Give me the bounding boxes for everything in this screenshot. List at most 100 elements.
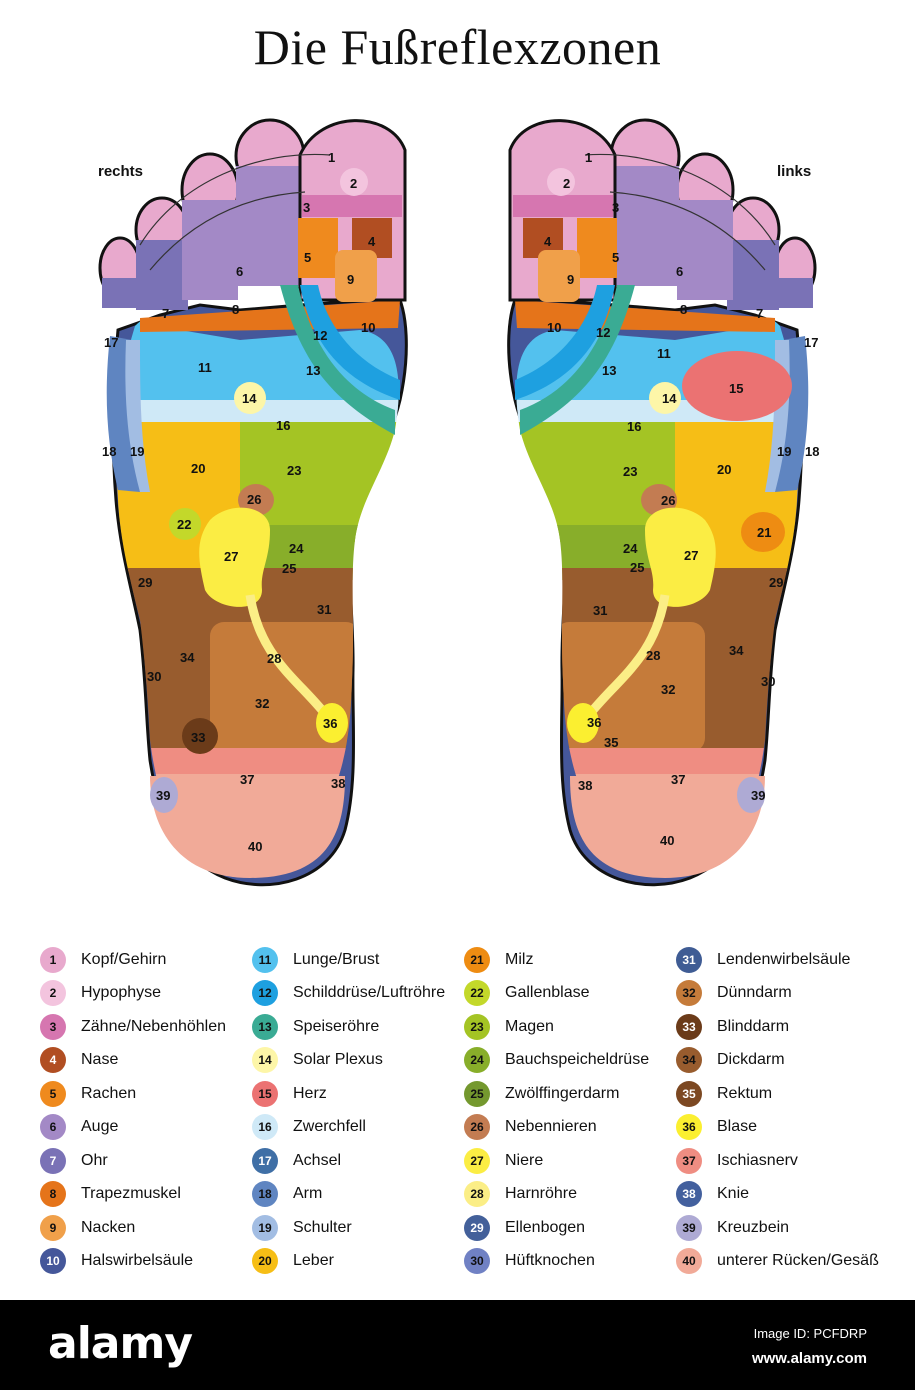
- svg-text:4: 4: [544, 234, 552, 249]
- svg-text:38: 38: [331, 776, 345, 791]
- legend-label: Dickdarm: [717, 1051, 785, 1069]
- svg-text:13: 13: [306, 363, 320, 378]
- legend-number-badge: 28: [464, 1181, 490, 1208]
- legend-label: Kreuzbein: [717, 1218, 790, 1236]
- svg-text:20: 20: [191, 461, 205, 476]
- legend-item: 39 Kreuzbein: [676, 1211, 900, 1245]
- legend-label: Nacken: [81, 1218, 136, 1236]
- svg-text:38: 38: [578, 778, 592, 793]
- legend-label: Auge: [81, 1118, 119, 1136]
- legend-number-badge: 22: [464, 980, 490, 1007]
- svg-text:14: 14: [662, 391, 677, 406]
- legend-number-badge: 27: [464, 1147, 490, 1174]
- legend-label: Gallenblase: [505, 984, 590, 1002]
- svg-text:24: 24: [623, 541, 638, 556]
- svg-text:37: 37: [240, 772, 254, 787]
- legend-label: Hüftknochen: [505, 1252, 595, 1270]
- svg-text:3: 3: [303, 200, 310, 215]
- legend-number-badge: 29: [464, 1214, 490, 1241]
- svg-text:35: 35: [604, 735, 618, 750]
- svg-text:24: 24: [289, 541, 304, 556]
- svg-text:6: 6: [676, 264, 683, 279]
- legend-number-badge: 19: [252, 1214, 278, 1241]
- svg-text:21: 21: [757, 525, 771, 540]
- legend-number-badge: 25: [464, 1080, 490, 1107]
- svg-text:36: 36: [587, 715, 601, 730]
- legend-item: 8 Trapezmuskel: [40, 1178, 252, 1212]
- svg-text:33: 33: [191, 730, 205, 745]
- svg-text:18: 18: [805, 444, 819, 459]
- legend-number-badge: 8: [40, 1181, 66, 1208]
- svg-text:27: 27: [224, 549, 238, 564]
- svg-text:20: 20: [717, 462, 731, 477]
- legend-number-badge: 11: [252, 946, 278, 973]
- legend-label: Schulter: [293, 1218, 352, 1236]
- svg-text:7: 7: [756, 306, 763, 321]
- legend-number-badge: 1: [40, 946, 66, 973]
- legend-label: Lunge/Brust: [293, 950, 380, 968]
- svg-text:34: 34: [180, 650, 195, 665]
- legend-label: Ohr: [81, 1151, 108, 1169]
- legend-number-badge: 40: [676, 1248, 702, 1275]
- svg-text:8: 8: [680, 302, 687, 317]
- legend-number-badge: 36: [676, 1114, 702, 1141]
- svg-text:30: 30: [761, 674, 775, 689]
- legend-item: 22 Gallenblase: [464, 977, 676, 1011]
- svg-text:23: 23: [623, 464, 637, 479]
- svg-text:40: 40: [660, 833, 674, 848]
- legend-label: Trapezmuskel: [81, 1185, 181, 1203]
- legend-number-badge: 26: [464, 1114, 490, 1141]
- svg-text:31: 31: [593, 603, 607, 618]
- legend-number-badge: 35: [676, 1080, 702, 1107]
- legend-number-badge: 21: [464, 946, 490, 973]
- svg-text:39: 39: [156, 788, 170, 803]
- legend-item: 34 Dickdarm: [676, 1044, 900, 1078]
- legend-label: Blinddarm: [717, 1017, 790, 1035]
- svg-text:19: 19: [130, 444, 144, 459]
- legend-number-badge: 31: [676, 946, 702, 973]
- svg-text:3: 3: [612, 200, 619, 215]
- legend-label: Blase: [717, 1118, 758, 1136]
- legend-item: 36 Blase: [676, 1111, 900, 1145]
- legend-label: Ischiasnerv: [717, 1151, 798, 1169]
- legend-label: Rektum: [717, 1084, 773, 1102]
- svg-text:15: 15: [729, 381, 743, 396]
- legend-number-badge: 14: [252, 1047, 278, 1074]
- svg-text:12: 12: [596, 325, 610, 340]
- legend-item: 11 Lunge/Brust: [252, 943, 464, 977]
- legend-number-badge: 2: [40, 980, 66, 1007]
- legend-label: Zähne/Nebenhöhlen: [81, 1017, 227, 1035]
- svg-text:5: 5: [612, 250, 619, 265]
- footer-banner: alamy Image ID: PCFDRP www.alamy.com: [0, 1300, 915, 1390]
- legend-number-badge: 39: [676, 1214, 702, 1241]
- svg-text:5: 5: [304, 250, 311, 265]
- svg-text:1: 1: [585, 150, 592, 165]
- svg-text:9: 9: [567, 272, 574, 287]
- svg-text:2: 2: [350, 176, 357, 191]
- svg-text:7: 7: [162, 306, 169, 321]
- legend-label: Leber: [293, 1252, 334, 1270]
- svg-text:36: 36: [323, 716, 337, 731]
- legend-number-badge: 15: [252, 1080, 278, 1107]
- legend-number-badge: 34: [676, 1047, 702, 1074]
- legend-number-badge: 6: [40, 1114, 66, 1141]
- svg-text:14: 14: [242, 391, 257, 406]
- site-url: www.alamy.com: [751, 1350, 867, 1367]
- svg-text:16: 16: [627, 419, 641, 434]
